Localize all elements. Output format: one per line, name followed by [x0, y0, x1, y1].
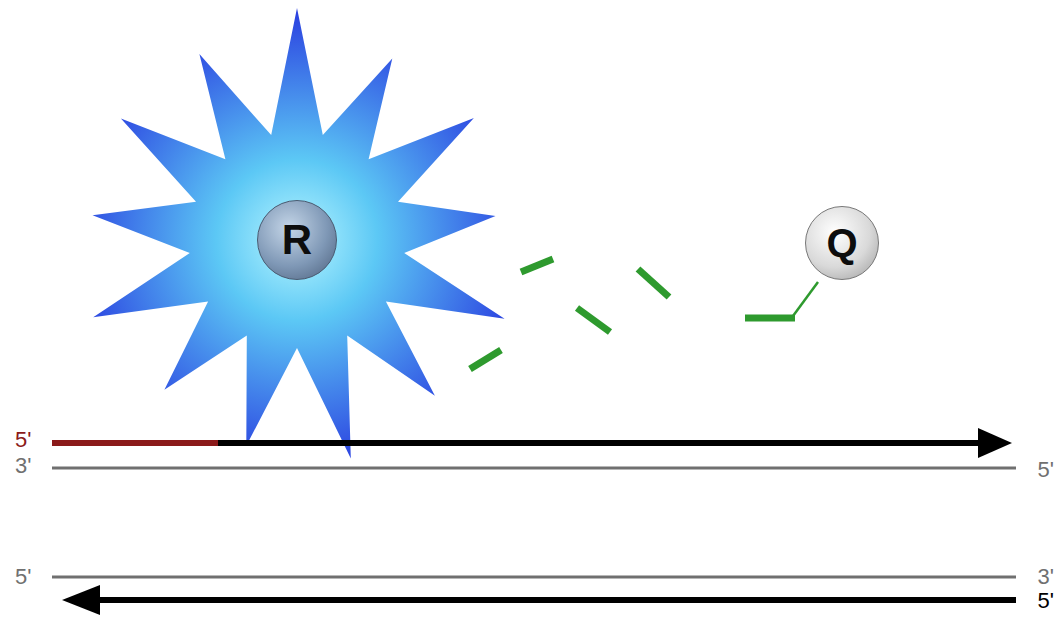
probe-fragments	[470, 259, 795, 369]
extension-strand	[218, 440, 985, 446]
node-label: R	[282, 216, 312, 264]
strand-end-label: 5'	[15, 429, 31, 451]
strand-end-label: 3'	[15, 455, 31, 477]
node-label: Q	[826, 221, 857, 266]
quencher-linker	[793, 282, 818, 316]
primer-segment	[52, 440, 218, 446]
arrow-head	[978, 428, 1012, 458]
arrow-head	[62, 585, 100, 615]
strand-end-label: 5'	[1038, 590, 1054, 612]
strand-end-label: 5'	[1038, 459, 1054, 481]
template-strand	[52, 576, 1016, 579]
strand-end-label: 5'	[15, 566, 31, 588]
fluorescence-burst	[93, 8, 505, 459]
label-circle: Q	[805, 206, 879, 280]
template-strand	[52, 467, 1016, 470]
strand-end-label: 3'	[1038, 566, 1054, 588]
label-circle: R	[257, 200, 337, 280]
extension-strand	[95, 597, 1016, 603]
